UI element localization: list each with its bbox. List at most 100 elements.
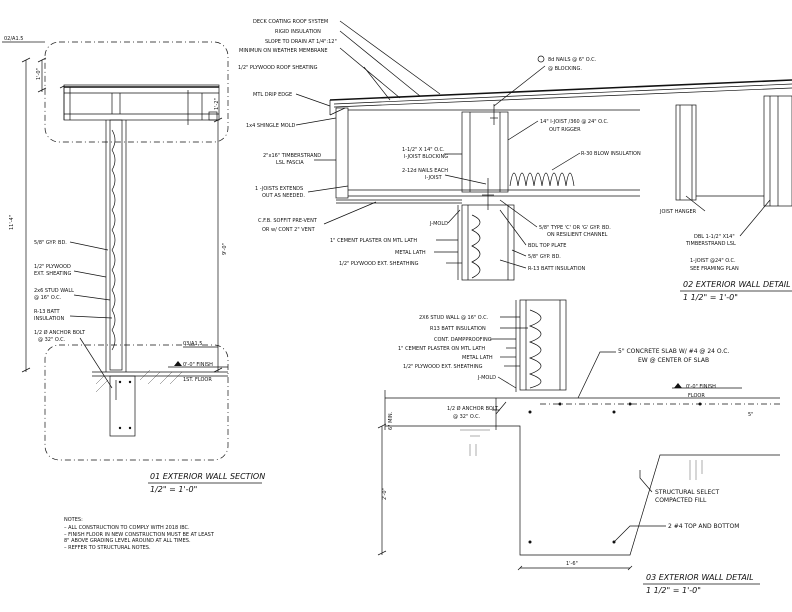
roof-label-out-as-needed: OUT AS NEEDED. [262, 193, 305, 199]
roof-label-type-c-gyp: 5/8" TYPE 'C' OR 'G' GYP. BD. [539, 225, 611, 231]
slab-label-stud-wall: 2X6 STUD WALL @ 16" O.C. [419, 315, 489, 321]
roof-assembly [63, 84, 220, 121]
roof-label-joists-extend: 1 -JOISTS EXTENDS [255, 186, 303, 192]
section-ref-top: 02/A1.5 [4, 36, 23, 42]
slab-anchor-spacing: @ 32" O.C. [453, 414, 481, 420]
slab-footing-detail: 2X6 STUD WALL @ 16" O.C. R13 BATT INSULA… [377, 299, 780, 595]
section-label-stud-spacing: @ 16" O.C. [34, 295, 62, 301]
roof-label-plywood-sheating: 1/2" PLYWOOD ROOF SHEATING [238, 65, 318, 71]
roof-label-rigid-insulation: RIGID INSULATION [275, 29, 321, 35]
slab-rebar: 2 #4 TOP AND BOTTOM [668, 523, 739, 530]
footing-outline [385, 425, 780, 556]
section-title: 01 EXTERIOR WALL SECTION [150, 472, 265, 481]
roof-label-slope: SLOPE TO DRAIN AT 1/4":12" [265, 39, 337, 45]
slab-label-cement-plaster: 1" CEMENT PLASTER ON MTL LATH [398, 346, 485, 352]
footing [109, 375, 136, 437]
roof-label-framing-plan: SEE FRAMING PLAN [690, 266, 739, 272]
roof-label-shingle-mold: 1x4 SHINGLE MOLD [246, 123, 296, 129]
slab-fill-2: COMPACTED FILL [655, 497, 707, 504]
roof-label-r30: R-30 BLOW INSULATION [581, 151, 641, 157]
section-dim-top: 1'-0" [36, 68, 42, 80]
roof-label-cement-plaster: 1" CEMENT PLASTER ON MTL LATH [330, 238, 417, 244]
section-label-insulation: INSULATION [34, 316, 64, 322]
roof-membrane [329, 79, 792, 101]
section-label-stud: 2x6 STUD WALL [34, 288, 74, 294]
slab-fill-1: STRUCTURAL SELECT [655, 489, 719, 496]
slab-dim-slab: 5" [748, 412, 753, 418]
section-dim-wall: 9'-0" [222, 243, 228, 255]
roof-scale: 1 1/2" = 1'-0" [683, 293, 738, 302]
roof-label-dbl-lsl: DBL 1-1/2" X14" [694, 234, 735, 240]
wall-section-detail: 02/A1.5 [2, 36, 265, 494]
section-dim-total: 11'-4" [9, 215, 15, 230]
roof-label-resilient-channel: ON RESILIENT CHANNEL [547, 232, 608, 238]
callout-bubble-top [44, 41, 229, 143]
roof-label-8d-nails: 8d NAILS @ 6" O.C. [548, 57, 597, 63]
slab-label-r13: R13 BATT INSULATION [430, 326, 486, 332]
section-ref-mid: 03/A1.5 [183, 341, 202, 347]
upper-wall [461, 204, 515, 281]
roof-label-i-joist: 14" I-JOIST /360 @ 24" O.C. [540, 119, 609, 125]
roof-label-lsl-fascia: LSL FASCIA [276, 160, 304, 166]
roof-label-cont-vent: OR w/ CONT 2" VENT [262, 227, 316, 233]
roof-label-j-mold: J-MOLD [429, 221, 448, 227]
roof-label-gyp-bd: 5/8" GYP. BD. [528, 254, 561, 260]
roof-label-drip-edge: MTL DRIP EDGE [253, 92, 292, 98]
blown-insulation [509, 172, 575, 187]
slab-dim-width: 1'-6" [566, 561, 578, 567]
slab-scale: 1 1/2" = 1'-0" [646, 586, 701, 595]
section-label-batt: R-13 BATT [34, 309, 60, 315]
roof-wall-detail: DECK COATING ROOF SYSTEM RIGID INSULATIO… [238, 19, 792, 302]
slab-note-1: 5" CONCRETE SLAB W/ #4 @ 24 O.C. [618, 348, 729, 355]
exterior-wall [109, 119, 123, 371]
roof-label-top-plate: BDL TOP PLATE [528, 243, 566, 249]
section-scale: 1/2" = 1'-0" [150, 485, 197, 494]
slab-anchor-bolt: 1/2 Ø ANCHOR BOLT [447, 405, 499, 412]
section-finish-level: 0'-0" FINISH [183, 362, 213, 368]
section-label-gyp: 5/8" GYP. BD. [34, 240, 67, 246]
roof-label-plywood-ext: 1/2" PLYWOOD EXT. SHEATHING [339, 261, 419, 267]
roof-label-blocking-size: 1-1/2" X 14" O.C. [402, 147, 445, 153]
roof-label-joist-spacing: 1-JOIST @24" O.C. [690, 258, 736, 264]
slab-label-metal-lath: METAL LATH [462, 355, 493, 361]
notes-item-2: – FINISH FLOOR IN NEW CONSTRUCTION MUST … [64, 532, 215, 538]
slab-label-j-mold: J-MOLD [477, 375, 496, 381]
roof-title: 02 EXTERIOR WALL DETAIL [683, 280, 791, 289]
roof-label-each-joist: I-JOIST [425, 175, 443, 181]
slab-finish-level: 0'-0" FINISH [686, 384, 716, 390]
roof-label-timberstrand-lsl: TIMBERSTRAND LSL [685, 241, 736, 247]
general-notes: NOTES: – ALL CONSTRUCTION TO COMPLY WITH… [64, 517, 215, 551]
section-floor-label: 1ST. FLOOR [183, 377, 212, 383]
slab-floor-label: FLOOR [688, 393, 705, 399]
roof-label-metal-lath: METAL LATH [395, 250, 426, 256]
roof-label-soffit-vent: C.F.B. SOFFIT PRE-VENT [258, 218, 318, 224]
roof-label-blocking-nails: @ BLOCKING. [548, 66, 582, 72]
section-label-plywood: 1/2" PLYWOOD [34, 264, 71, 270]
notes-item-1: – ALL CONSTRUCTION TO COMPLY WITH 2018 I… [64, 525, 190, 531]
roof-label-deck-coating: DECK COATING ROOF SYSTEM [253, 19, 328, 25]
fascia-board [335, 107, 349, 199]
slab-note-2: EW @ CENTER OF SLAB [638, 357, 709, 364]
roof-label-joist-blocking: I-JOIST BLOCKING [404, 154, 448, 160]
section-dim-parapet: 1'-2" [214, 98, 220, 110]
slab-dim-depth: 2'-0" [382, 488, 388, 500]
notes-heading: NOTES: [64, 517, 83, 523]
slab-label-plywood: 1/2" PLYWOOD EXT. SHEATHING [403, 364, 483, 370]
slab-dim-min: 6" MIN. [388, 411, 394, 430]
joist-hanger [675, 104, 697, 201]
roof-label-weather-membrane: MINIMUN ON WEATHER MEMBRANE [239, 48, 328, 54]
roof-label-r13: R-13 BATT INSULATION [528, 266, 586, 272]
section-label-anchor: 1/2 Ø ANCHOR BOLT [34, 329, 86, 336]
lower-wall [519, 299, 567, 391]
slab-label-dampproofing: CONT. DAMPPROOFING [434, 337, 492, 343]
roof-label-out-rigger: OUT RIGGER [549, 127, 581, 133]
roof-label-timberstrand: 2"x16" TIMBERSTRAND [263, 153, 321, 159]
section-label-sheating: EXT. SHEATING [34, 271, 72, 277]
roof-label-joist-hanger: JOIST HANGER [659, 209, 697, 215]
section-label-anchor-spacing: @ 32" O.C. [38, 337, 66, 343]
slab-title: 03 EXTERIOR WALL DETAIL [646, 573, 754, 582]
notes-item-3: 8" ABOVE GRADING LEVEL AROUND AT ALL TIM… [64, 538, 191, 544]
roof-label-12d-nails: 2-12d NAILS EACH [402, 168, 448, 174]
notes-item-4: – REFFER TO STRUCTURAL NOTES. [64, 545, 151, 551]
